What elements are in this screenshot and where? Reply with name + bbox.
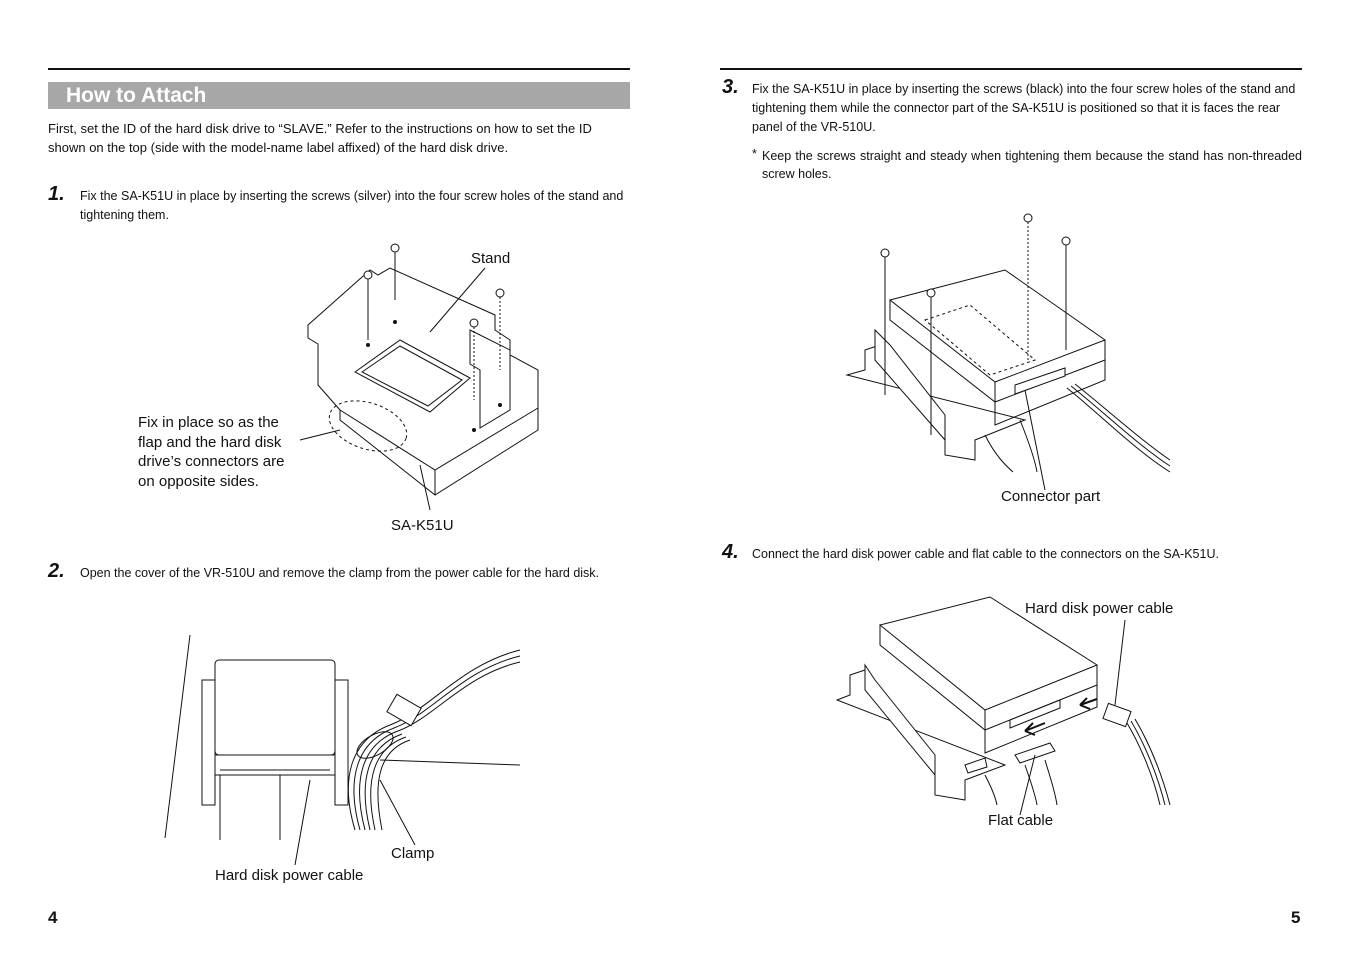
step-1-text: Fix the SA-K51U in place by inserting th… xyxy=(80,189,624,222)
step-3-number: 3. xyxy=(722,76,739,98)
page-number-left: 4 xyxy=(48,908,58,927)
step-1-number: 1. xyxy=(48,183,65,205)
step-2-text: Open the cover of the VR-510U and remove… xyxy=(80,566,600,580)
vr510u-interior-illustration xyxy=(160,630,525,865)
label-connector-part: Connector part xyxy=(1001,488,1101,505)
label-power-cable-left: Hard disk power cable xyxy=(215,867,364,884)
label-stand: Stand xyxy=(471,250,511,267)
section-header-bar: How to Attach xyxy=(48,82,630,109)
note-asterisk: * xyxy=(752,147,757,161)
page-number-right: 5 xyxy=(1291,908,1301,927)
step-2-number: 2. xyxy=(48,560,65,582)
mounted-drive-illustration xyxy=(845,210,1175,480)
cable-connection-illustration xyxy=(835,595,1180,810)
top-rule-right xyxy=(720,68,1302,70)
label-sa-k51u: SA-K51U xyxy=(391,517,454,534)
section-title: How to Attach xyxy=(66,84,207,107)
label-power-cable-right: Hard disk power cable xyxy=(1025,600,1174,617)
step-4-text: Connect the hard disk power cable and fl… xyxy=(752,547,1219,561)
label-clamp: Clamp xyxy=(391,845,435,862)
step-4-number: 4. xyxy=(722,541,739,563)
step-3-note: Keep the screws straight and steady when… xyxy=(762,149,1302,181)
intro-paragraph: First, set the ID of the hard disk drive… xyxy=(48,121,592,155)
step-3-text: Fix the SA-K51U in place by inserting th… xyxy=(752,82,1296,134)
stand-illustration xyxy=(300,240,545,500)
label-flat-cable: Flat cable xyxy=(988,812,1054,829)
label-fix-note: Fix in place so as the flap and the hard… xyxy=(138,414,285,490)
top-rule-left xyxy=(48,68,630,70)
